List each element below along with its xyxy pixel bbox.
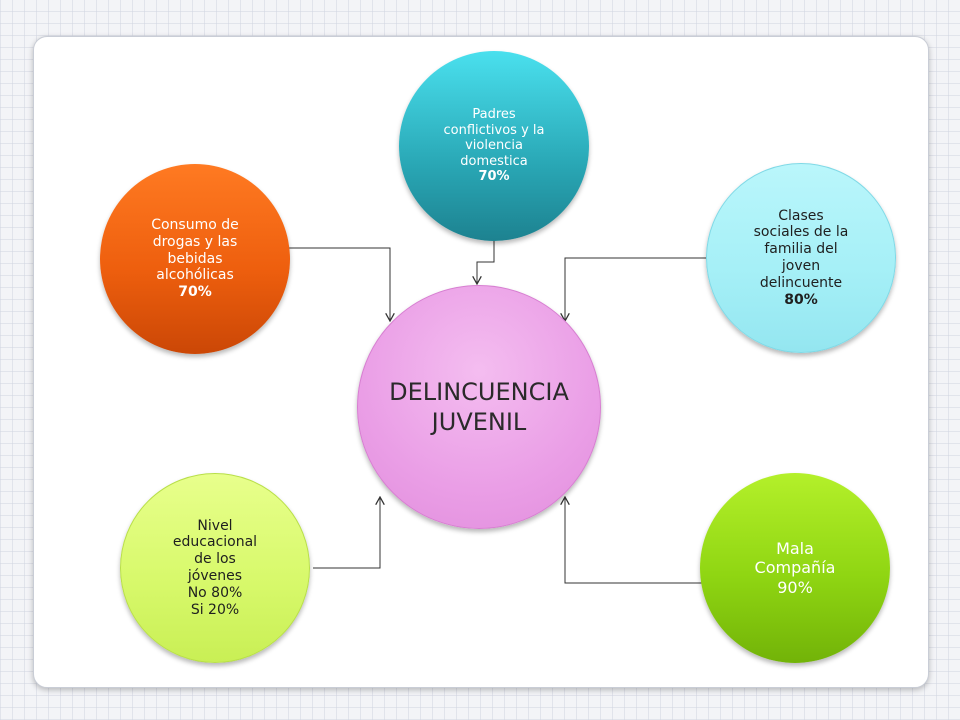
node-text-line: sociales de la — [753, 224, 849, 241]
node-text-line: delincuente — [759, 274, 843, 291]
node-percent: 80% — [784, 291, 818, 308]
node-text-line: jóvenes — [187, 568, 243, 584]
center-title-line2: JUVENIL — [431, 408, 527, 436]
node-text-line: domestica — [460, 153, 528, 169]
center-title-line1: DELINCUENCIA — [389, 378, 569, 406]
node-text-line: No 80% — [187, 584, 243, 601]
node-text-line: educacional — [172, 534, 258, 551]
node-text-line: Nivel — [197, 517, 233, 534]
node-consumo-drogas: Consumo de drogas y las bebidas alcohóli… — [100, 164, 290, 354]
node-text-line: Consumo de — [151, 217, 239, 233]
node-text-line: Mala — [776, 539, 814, 559]
node-text-line: Padres — [472, 107, 516, 123]
node-text-line: familia del — [764, 241, 838, 258]
node-text-line: violencia — [465, 138, 523, 154]
node-text-line: 90% — [777, 577, 813, 597]
node-text-line: Compañía — [754, 558, 836, 578]
node-mala-compania: Mala Compañía 90% — [700, 473, 890, 663]
node-clases-sociales: Clases sociales de la familia del joven … — [706, 163, 896, 353]
node-text-line: drogas y las — [152, 233, 238, 250]
node-percent: 70% — [178, 284, 212, 301]
node-text-line: conflictivos y la — [443, 122, 545, 138]
node-padres-conflictivos: Padres conflictivos y la violencia domes… — [399, 51, 589, 241]
node-percent: 70% — [478, 169, 510, 185]
node-text-line: Clases — [778, 207, 824, 224]
node-text-line: joven — [781, 258, 821, 274]
node-text-line: bebidas — [167, 250, 223, 267]
node-text-line: alcohólicas — [156, 267, 234, 284]
node-nivel-educacional: Nivel educacional de los jóvenes No 80% … — [120, 473, 310, 663]
node-text-line: Si 20% — [190, 601, 240, 618]
node-text-line: de los — [194, 551, 236, 568]
center-node-delincuencia-juvenil: DELINCUENCIA JUVENIL — [357, 285, 601, 529]
